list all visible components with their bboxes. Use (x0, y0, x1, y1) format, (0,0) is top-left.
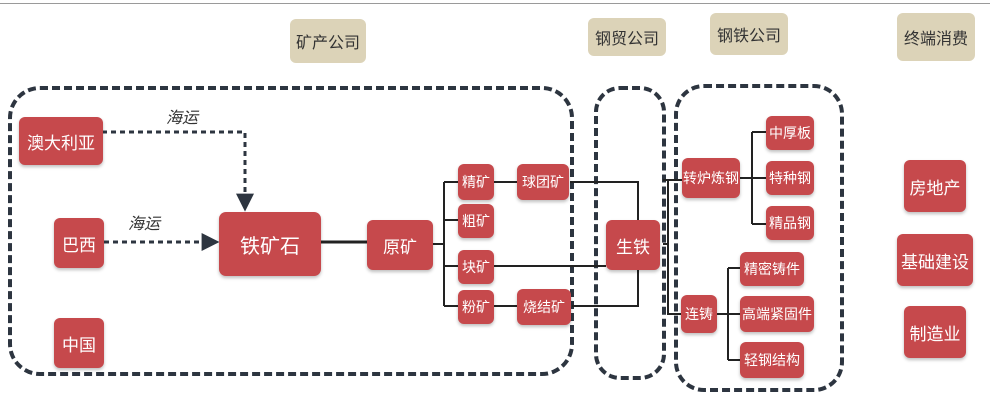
line-pigiron-converter (600, 179, 682, 183)
node-iron-ore: 铁矿石 (219, 212, 321, 276)
shipping-label-mid: 海运 (128, 214, 161, 233)
node-fine-steel: 精品钢 (766, 206, 814, 240)
line-casting-branch (716, 267, 740, 361)
node-sinter: 烧结矿 (517, 289, 571, 325)
node-real-estate: 房地产 (904, 160, 966, 212)
node-china: 中国 (54, 318, 104, 368)
node-casting: 连铸 (681, 295, 717, 333)
node-precision-casting: 精密铸件 (740, 252, 804, 286)
header-consumption: 终端消费 (897, 13, 975, 61)
node-fines: 粉矿 (458, 290, 494, 324)
node-converter: 转炉炼钢 (682, 158, 740, 198)
group-mining (8, 86, 574, 376)
header-steel: 钢铁公司 (710, 13, 788, 55)
node-brazil: 巴西 (54, 218, 104, 268)
node-manufacturing: 制造业 (904, 306, 966, 358)
node-light-steel: 轻钢结构 (740, 342, 804, 378)
line-converter-branch (740, 131, 766, 225)
node-special-steel: 特种钢 (766, 161, 814, 195)
line-pellet-pigiron (570, 181, 639, 222)
header-mining: 矿产公司 (290, 19, 366, 63)
line-rawore-branch (432, 181, 458, 307)
header-trading: 钢贸公司 (588, 18, 666, 56)
shipping-label-top: 海运 (166, 108, 199, 127)
node-concentrate: 精矿 (458, 164, 494, 200)
node-pellet: 球团矿 (517, 164, 569, 200)
node-raw-ore: 原矿 (367, 220, 433, 270)
node-infrastructure: 基础建设 (897, 234, 973, 286)
node-fastener: 高端紧固件 (740, 296, 814, 332)
node-plate: 中厚板 (766, 116, 814, 150)
group-steel (674, 84, 844, 392)
node-australia: 澳大利亚 (19, 117, 103, 165)
top-divider (0, 3, 990, 4)
line-pigiron-casting (663, 180, 682, 315)
ship-arrow-australia (102, 130, 254, 212)
line-sinter-pigiron (572, 268, 639, 307)
group-trading (594, 86, 666, 380)
node-pig-iron: 生铁 (606, 220, 660, 270)
node-lump: 块矿 (458, 250, 494, 284)
node-coarse: 粗矿 (458, 204, 494, 238)
